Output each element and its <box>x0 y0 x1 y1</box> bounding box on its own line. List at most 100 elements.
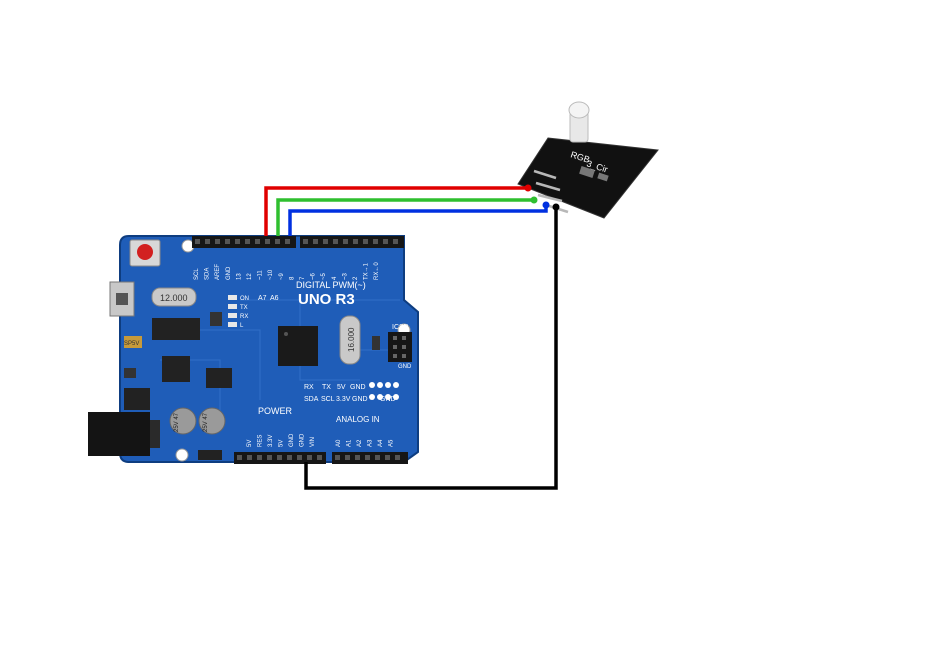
digital-pin-label: AREF <box>215 264 221 280</box>
digital-pin-label: SDA <box>205 268 211 280</box>
serial-pad <box>377 394 383 400</box>
module-pcb <box>517 137 659 219</box>
chip-dot <box>284 332 288 336</box>
usb-opening <box>116 293 128 305</box>
digital-header-pins <box>195 239 398 244</box>
digital-pin-label: 7 <box>300 276 306 280</box>
crystal2-label: 16.000 <box>347 327 356 352</box>
header-pin <box>297 455 302 460</box>
icsp-pins <box>393 336 406 358</box>
header-pin <box>333 239 338 244</box>
digital-pin-label: GND <box>226 266 232 280</box>
analog-pin-label: A5 <box>389 439 395 447</box>
smd-part <box>124 368 136 378</box>
op-amp-chip <box>206 368 232 388</box>
cap-label: 25V 47 <box>203 412 209 432</box>
mount-hole <box>175 448 189 462</box>
bottom-header-pins <box>237 455 400 460</box>
icsp-pin <box>393 336 397 340</box>
header-pin <box>235 239 240 244</box>
header-pin <box>365 455 370 460</box>
header-pin <box>353 239 358 244</box>
analog-pin-label: A3 <box>368 439 374 447</box>
digital-pin-label: ~11 <box>258 270 264 280</box>
digital-pin-label: 8 <box>289 276 295 280</box>
header-pin <box>245 239 250 244</box>
smd-part <box>372 336 380 350</box>
reset-button <box>137 244 153 260</box>
digital-pin-label: RX←0 <box>374 262 380 280</box>
status-led <box>228 295 237 300</box>
serial-pad <box>385 394 391 400</box>
icsp-pin <box>402 336 406 340</box>
wire-black <box>304 206 558 490</box>
chip-label: SP5V <box>124 341 139 347</box>
module-pin <box>535 181 561 192</box>
module-resistor <box>579 166 595 178</box>
cap-label: 25V 47 <box>174 412 180 432</box>
icsp-gnd-label: GND <box>398 364 412 370</box>
header-pin <box>215 239 220 244</box>
capacitor <box>198 407 226 435</box>
serial-pad <box>393 394 399 400</box>
power-pin-label: 5V <box>279 440 285 447</box>
wire-end-blue <box>542 201 550 209</box>
capacitor <box>169 407 197 435</box>
header-pin <box>395 455 400 460</box>
module-pin <box>537 193 563 203</box>
digital-pin-label: 13 <box>236 273 242 280</box>
usb-port <box>109 281 135 317</box>
header-pin <box>237 455 242 460</box>
header-pin <box>257 455 262 460</box>
led-label: ON <box>240 296 249 302</box>
analog-label: ANALOG IN <box>336 415 380 424</box>
header-pin <box>317 455 322 460</box>
digital-pin-label: SCL <box>194 268 200 280</box>
header-pin <box>277 455 282 460</box>
module-pin <box>533 169 557 180</box>
header-pin <box>267 455 272 460</box>
status-led <box>228 304 237 309</box>
header-pin <box>255 239 260 244</box>
header-pin <box>375 455 380 460</box>
serial-tx: TX <box>322 384 331 391</box>
icsp-pin <box>402 354 406 358</box>
power-label: POWER <box>258 406 293 416</box>
wire-red <box>264 186 528 236</box>
digital-pin-label: ~3 <box>342 272 348 280</box>
header-pin <box>307 455 312 460</box>
serial-gnd2: GND <box>352 396 368 403</box>
wire-end-black <box>552 203 560 211</box>
icsp-pin <box>393 345 397 349</box>
serial-rx: RX <box>304 384 314 391</box>
icsp-pin <box>402 345 406 349</box>
header-pin <box>247 455 252 460</box>
digital-pin-label: ~6 <box>311 272 317 280</box>
header-pin <box>345 455 350 460</box>
power-pin-label: RES <box>258 435 264 447</box>
digital-pin-label: 2 <box>353 276 359 280</box>
smd-fuse <box>124 336 142 348</box>
power-pin-label: GND <box>300 433 306 447</box>
header-pin <box>265 239 270 244</box>
module-resistor <box>597 172 609 182</box>
serial-3v3: 3.3V <box>336 396 351 403</box>
regulator-chip <box>162 356 190 382</box>
header-pin <box>373 239 378 244</box>
power-pin-label: VIN <box>310 437 316 447</box>
analog-pin-label: A0 <box>336 439 342 447</box>
header-pin <box>285 239 290 244</box>
power-switch <box>198 450 222 460</box>
analog-pin-label: A2 <box>357 439 363 447</box>
serial-sda: SDA <box>304 396 319 403</box>
crystal-12mhz <box>151 287 197 307</box>
crystal-16mhz <box>339 315 361 365</box>
header-pin <box>287 455 292 460</box>
serial-pads <box>369 382 399 400</box>
header-pin <box>343 239 348 244</box>
status-led <box>228 313 237 318</box>
serial-pad <box>393 382 399 388</box>
